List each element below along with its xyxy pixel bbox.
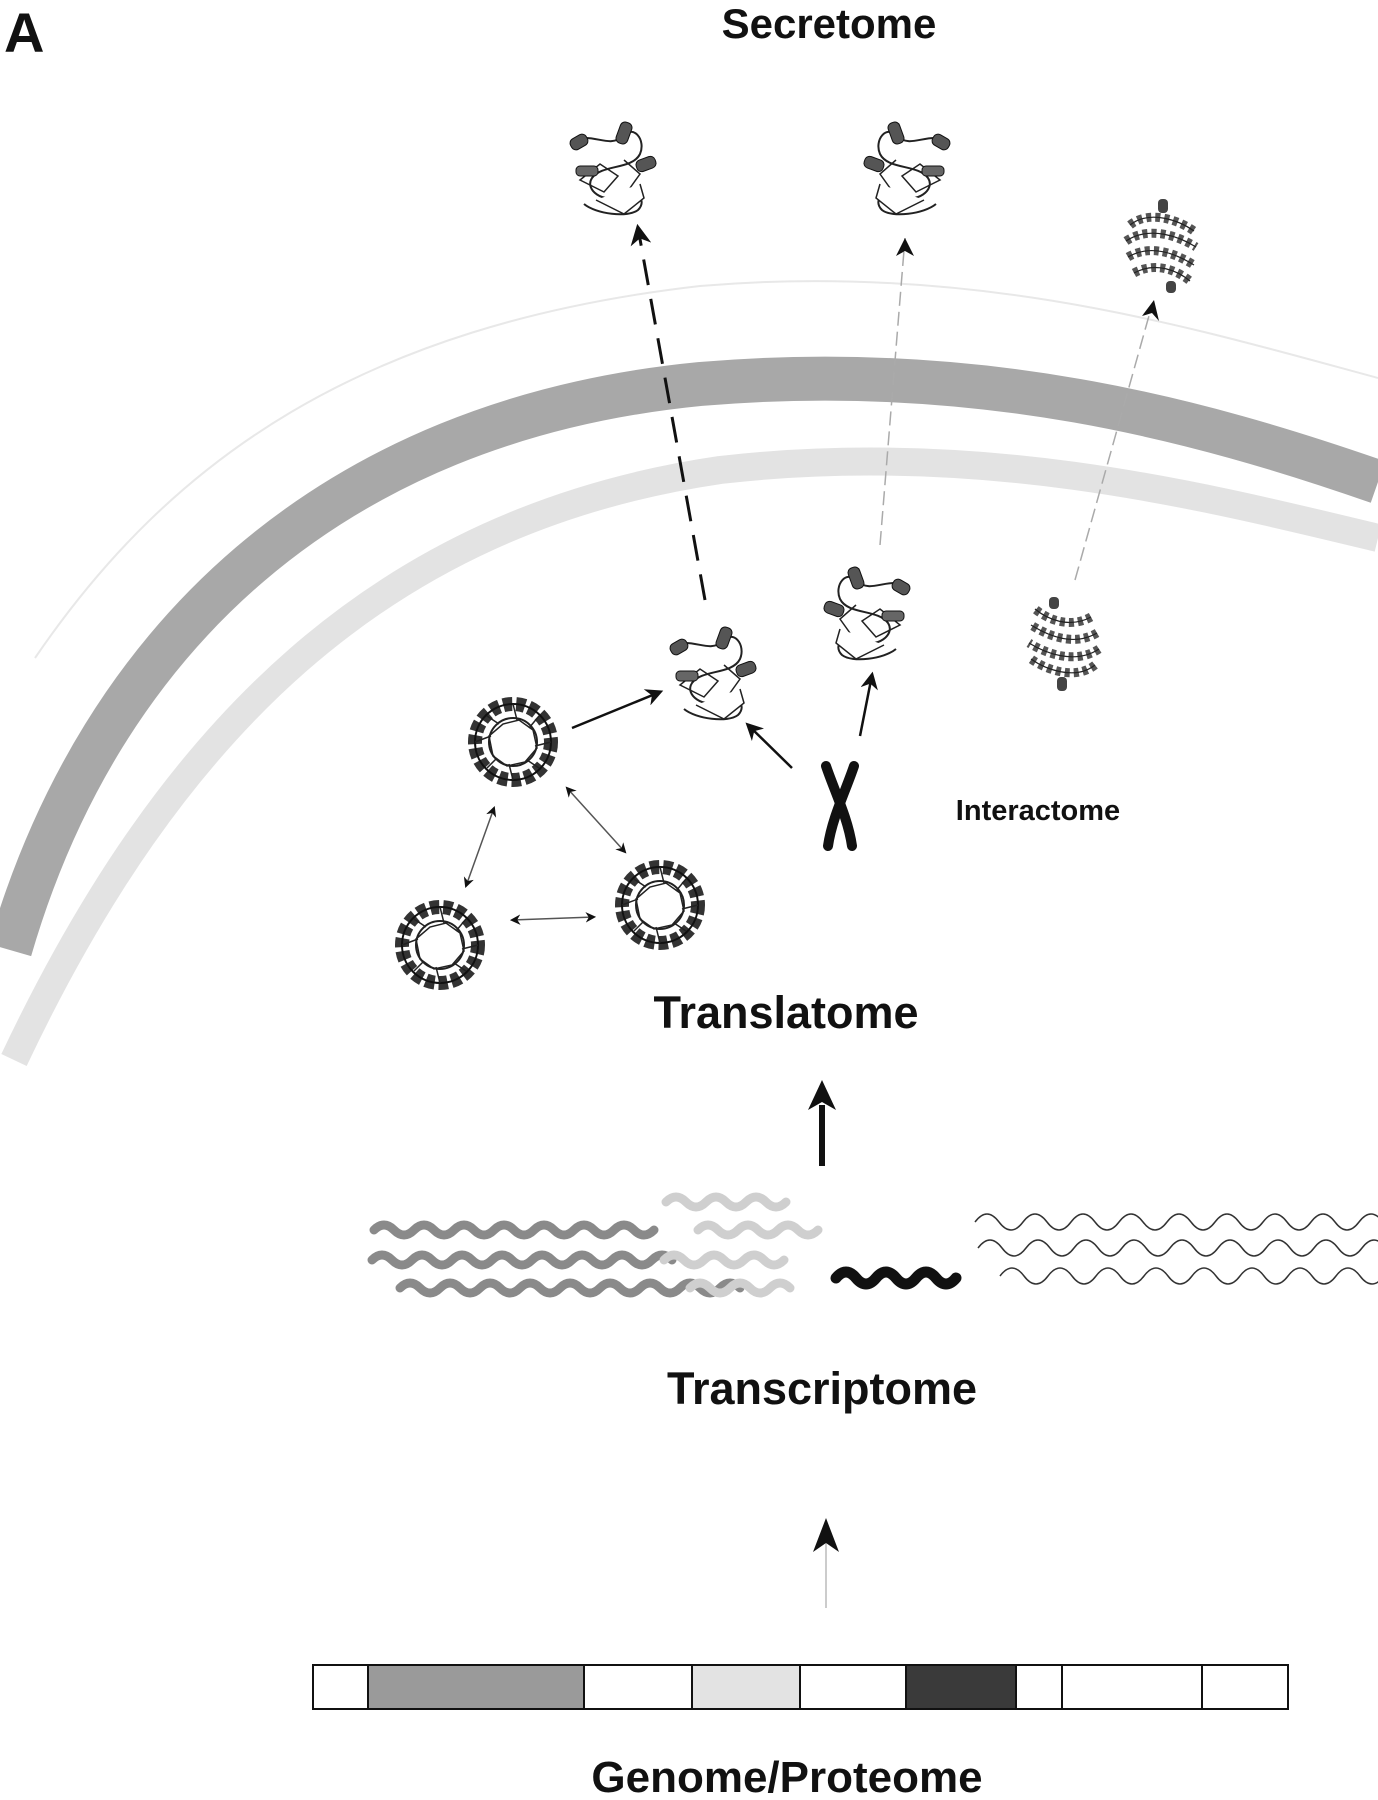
genome-segment-8 [1061, 1664, 1203, 1710]
protein-complex-1 [475, 704, 551, 780]
secretion-arrows [630, 223, 1159, 601]
genome-segment-5 [799, 1664, 907, 1710]
label-interactome: Interactome [956, 795, 1120, 827]
secretion-arrow-3 [1074, 304, 1153, 581]
chromosome-icon [821, 761, 859, 851]
genome-segment-7 [1015, 1664, 1063, 1710]
genome-segment-6 [905, 1664, 1017, 1710]
secretion-arrow-1 [630, 223, 707, 601]
translation-arrow [808, 1080, 836, 1166]
label-genome-proteome: Genome/Proteome [591, 1753, 982, 1800]
panel-letter: A [4, 1, 44, 64]
genome-segment-2 [367, 1664, 585, 1710]
cellular-protein-2 [821, 564, 913, 661]
mrna-group-light [659, 1192, 823, 1298]
mrna-group-black [830, 1266, 962, 1290]
genome-segment-9 [1201, 1664, 1289, 1710]
secretion-arrow-2 [879, 237, 906, 546]
label-secretome: Secretome [722, 0, 937, 47]
secreted-protein-2 [861, 119, 953, 216]
membrane-dark-band [0, 356, 1378, 957]
mrna-group-gray [367, 1220, 745, 1298]
genome-segment-3 [583, 1664, 693, 1710]
secreted-protein-1 [567, 119, 659, 216]
secreted-protein-3 [1126, 199, 1196, 293]
label-translatome: Translatome [653, 987, 918, 1038]
cellular-protein-1 [667, 624, 759, 721]
protein-complex-3 [622, 867, 698, 943]
interaction-arrows [463, 671, 878, 925]
cell-membrane [0, 280, 1378, 1066]
genome-bar [312, 1664, 1289, 1710]
protein-complex-2 [402, 907, 478, 983]
genome-segment-1 [312, 1664, 369, 1710]
membrane-light-band [1, 447, 1378, 1066]
transcription-arrow [813, 1518, 839, 1608]
label-transcriptome: Transcriptome [667, 1363, 977, 1414]
genome-segment-4 [691, 1664, 801, 1710]
cellular-protein-3 [1029, 597, 1099, 691]
mrna-group-white [974, 1213, 1378, 1285]
